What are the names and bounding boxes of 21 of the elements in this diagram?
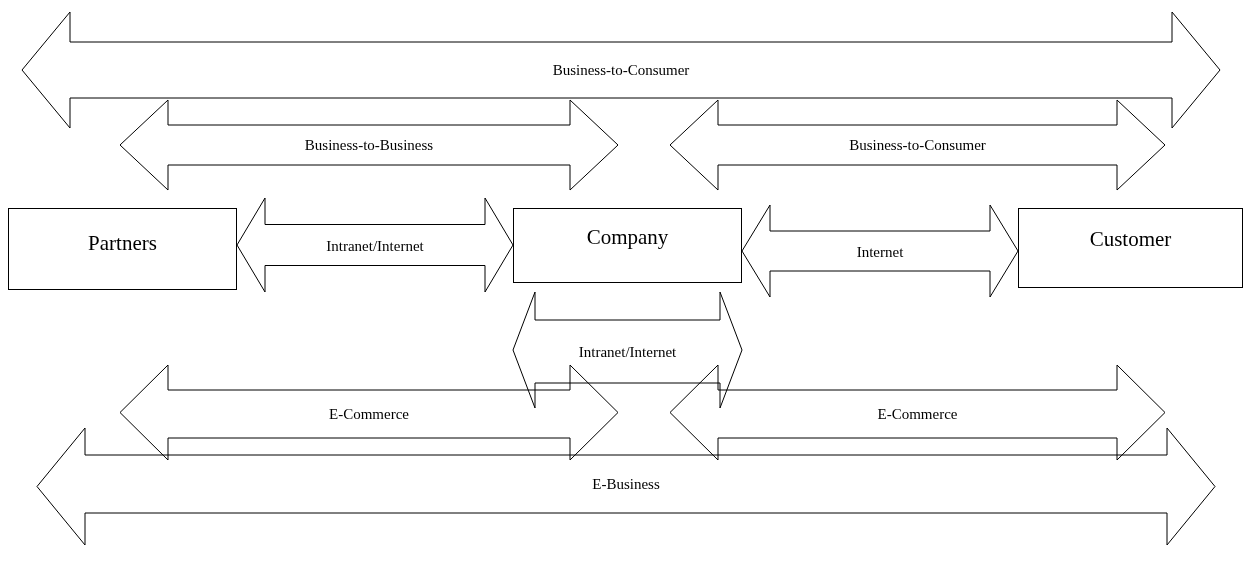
scope-label: Intranet/Internet (578, 343, 677, 360)
entity-box (1018, 208, 1243, 288)
scope-label: E-Business (592, 475, 660, 493)
scope-label: Business-to-Consumer (552, 61, 690, 79)
scope-band (513, 292, 742, 408)
scope-band (37, 428, 1215, 545)
scope-band (120, 365, 618, 460)
scope-band (670, 100, 1165, 190)
scope-band (22, 12, 1220, 128)
entity-box (513, 208, 742, 283)
scope-label: Business-to-Business (304, 136, 434, 154)
double-block-arrow (741, 204, 1019, 298)
entity-label: Company (586, 224, 669, 250)
scope-label: E-Commerce (877, 405, 958, 423)
scope-band (670, 365, 1165, 460)
entity-box (8, 208, 237, 290)
scope-label: E-Commerce (329, 405, 409, 423)
entity-label: Customer (1089, 226, 1172, 252)
entity-label: Partners (88, 230, 157, 256)
scope-band (120, 100, 618, 190)
scope-label: Business-to-Consumer (849, 136, 986, 154)
